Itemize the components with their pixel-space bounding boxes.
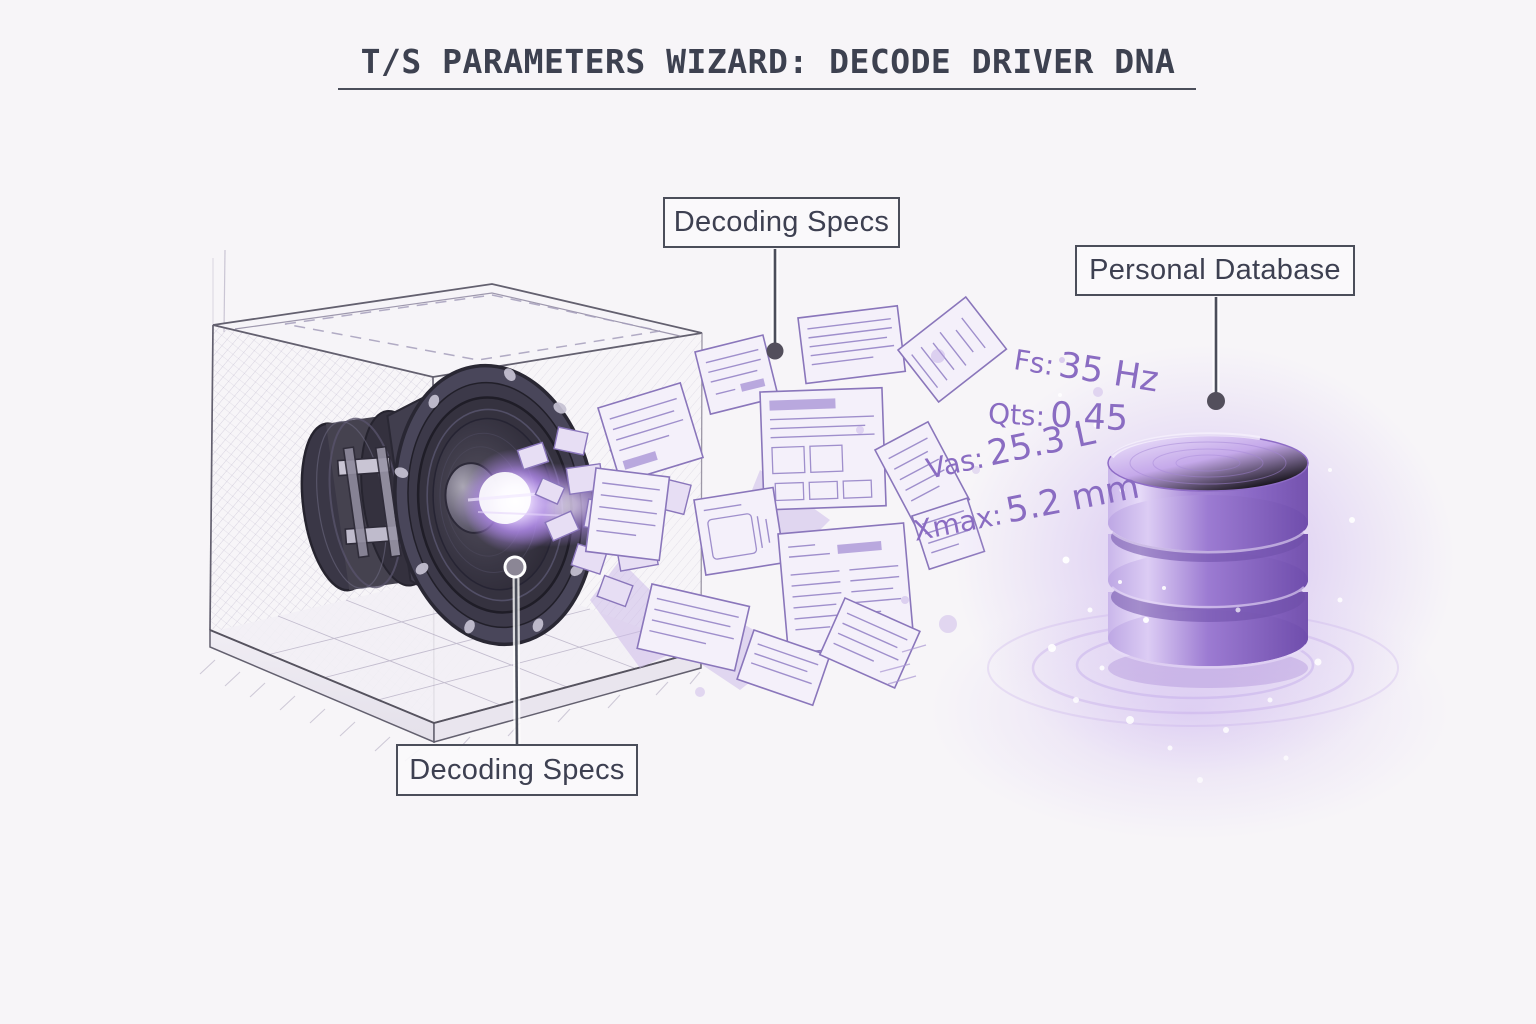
leader-decoding-specs-bottom (503, 555, 527, 745)
sketch-guide-line (223, 249, 226, 333)
leader-dot (503, 555, 527, 579)
pencil-shading (199, 659, 701, 762)
callout-label: Decoding Specs (673, 206, 890, 238)
callout-label: Personal Database (1089, 254, 1341, 286)
leader-dot (1207, 392, 1225, 410)
sparkles (1048, 393, 1355, 783)
database-cylinder-icon (930, 345, 1455, 840)
callout-decoding-specs-top: Decoding Specs (663, 197, 900, 248)
title-underline (338, 88, 1196, 90)
motion-strokes (879, 644, 927, 685)
leader-personal-database (1207, 297, 1225, 410)
callout-personal-database: Personal Database (1075, 245, 1355, 296)
leader-decoding-specs-top (766, 249, 784, 360)
page-title: T/S PARAMETERS WIZARD: DECODE DRIVER DNA (360, 42, 1176, 81)
leader-dot (766, 342, 784, 360)
callout-decoding-specs-bottom: Decoding Specs (396, 744, 638, 796)
callout-label: Decoding Specs (409, 753, 625, 786)
callout-leader-lines (503, 249, 1225, 745)
